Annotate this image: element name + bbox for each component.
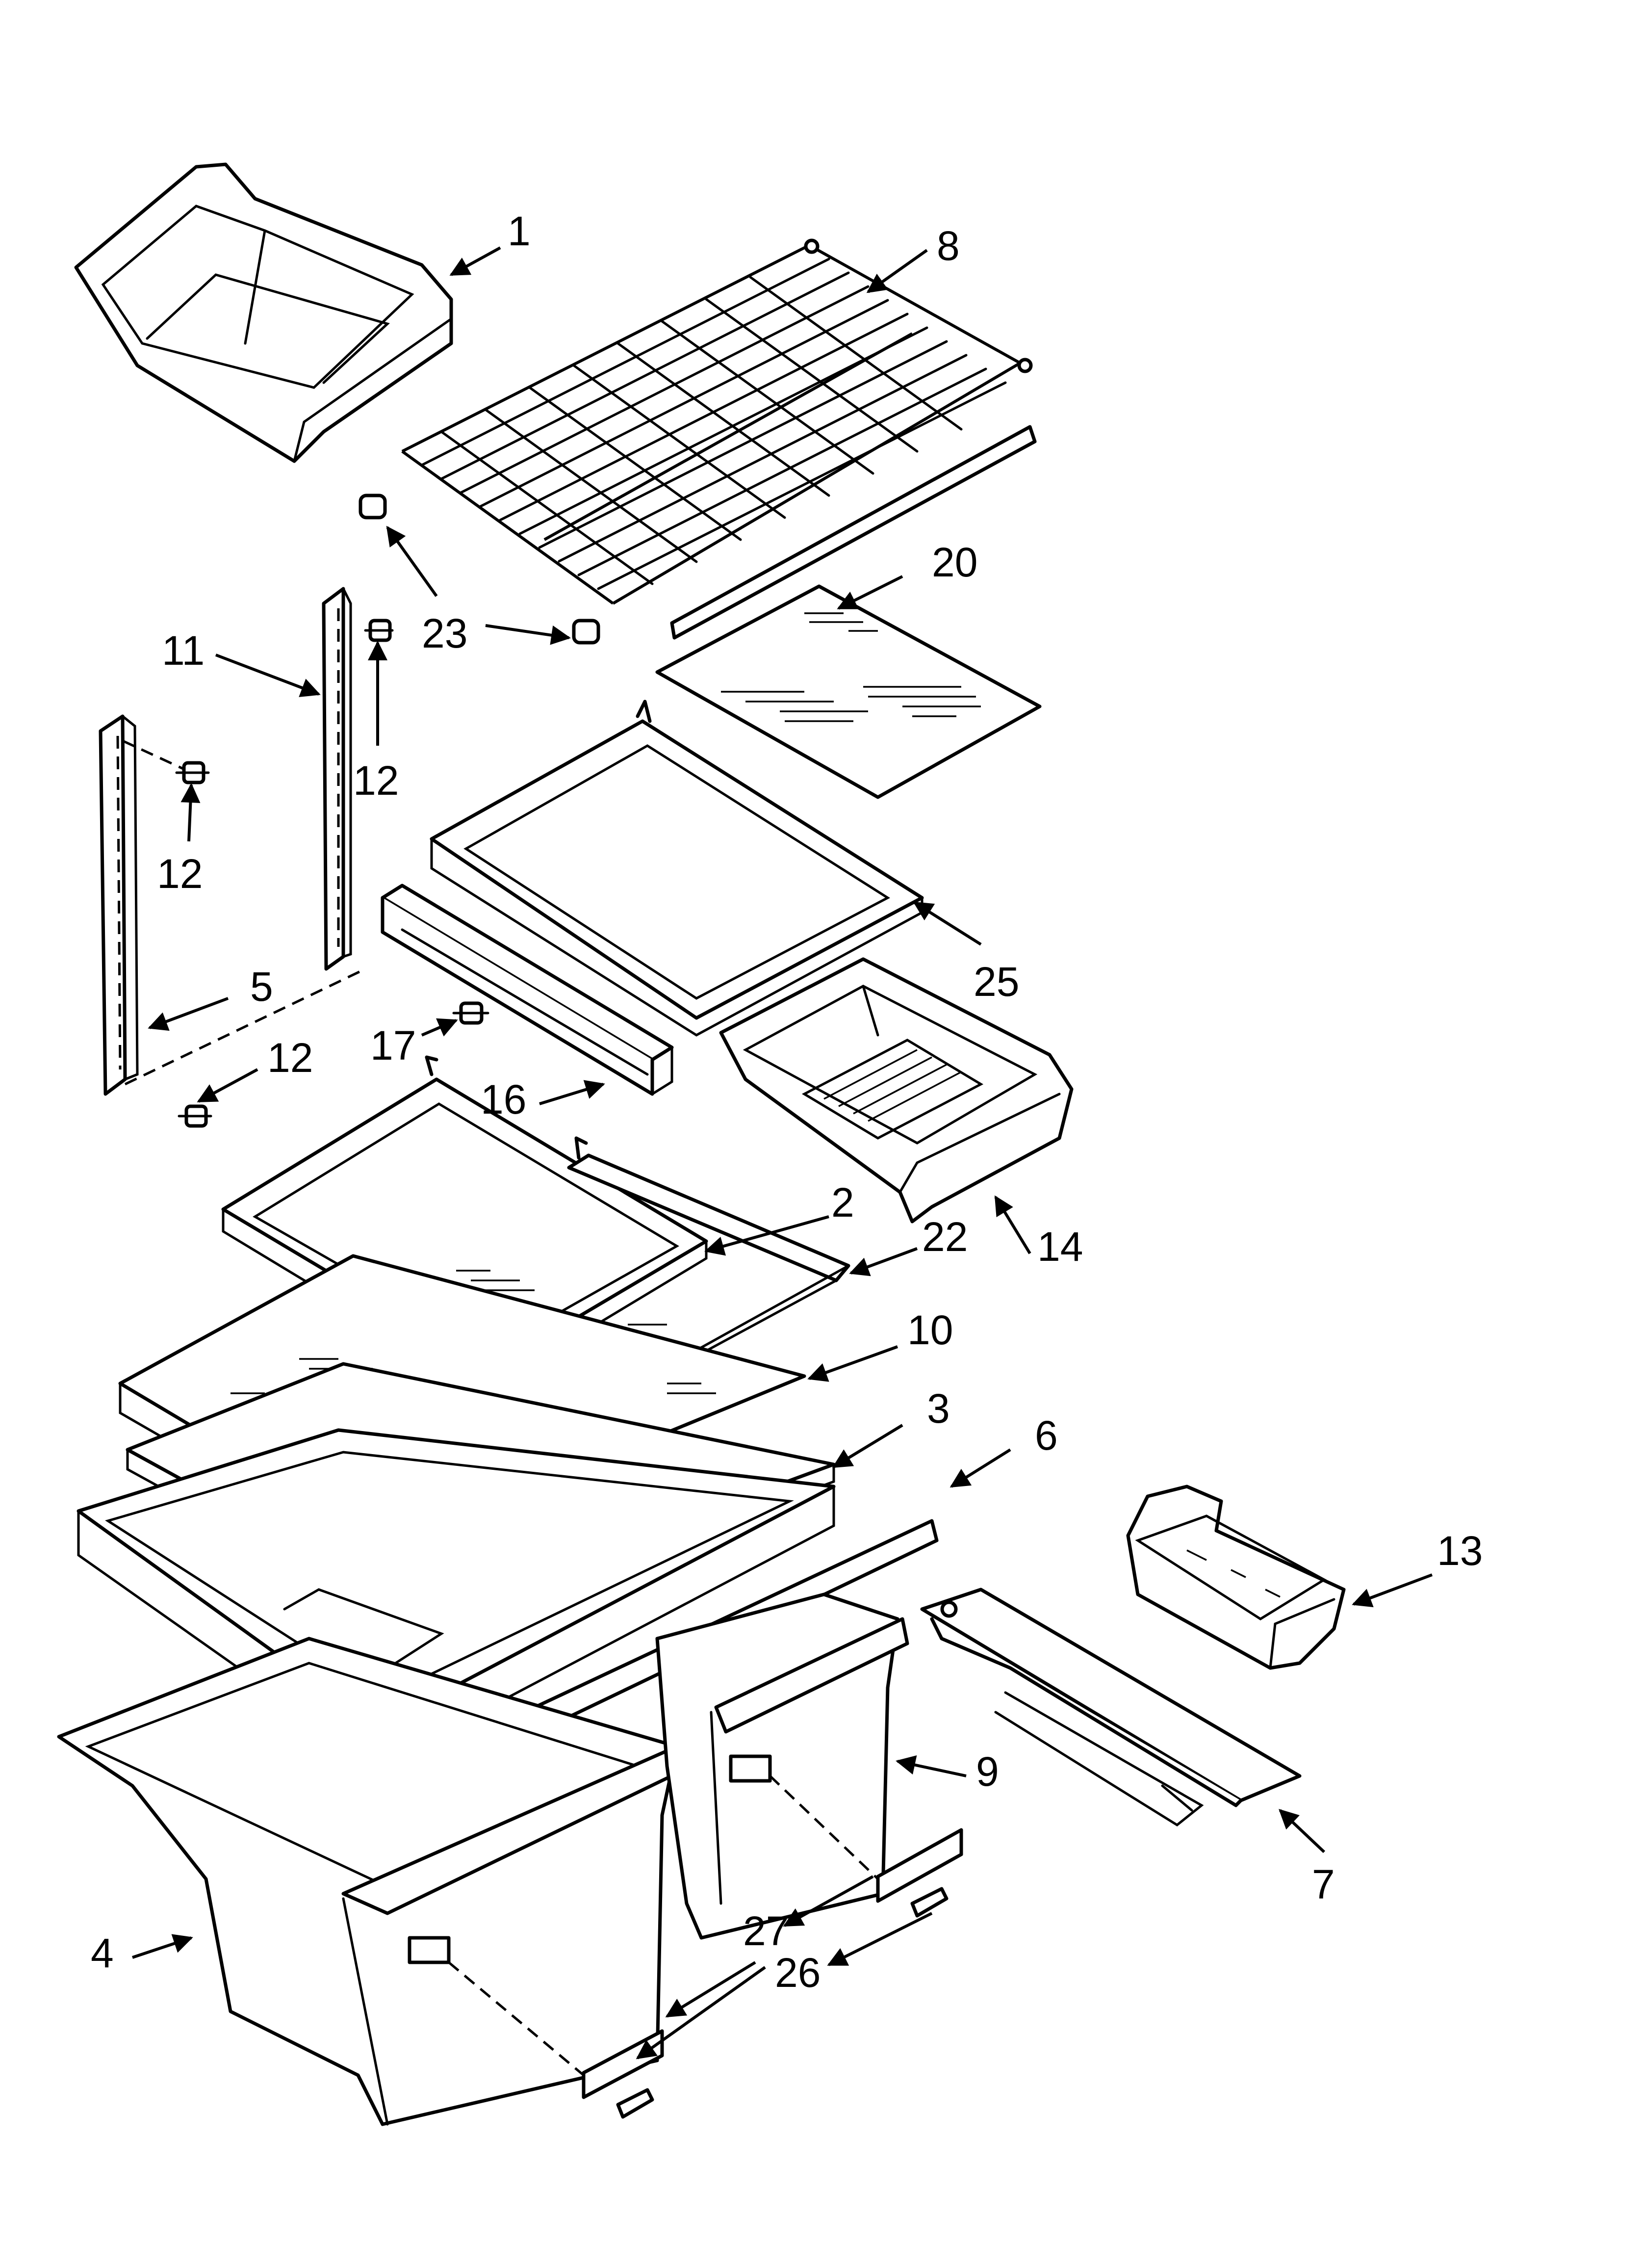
- callout-22: 22: [922, 1214, 968, 1260]
- part-5-shelf-rail: [99, 714, 139, 1096]
- part-17-screw: [452, 1001, 489, 1025]
- screw-alignment-line: [122, 739, 187, 772]
- part-12-screw: [175, 619, 394, 1128]
- slide-alignment-line-upper: [769, 1775, 879, 1880]
- part-7-door-rail: [920, 1588, 1302, 1827]
- callout-8: 8: [937, 223, 960, 269]
- slide-alignment-line-lower: [448, 1961, 585, 2076]
- callout-12-upper: 12: [353, 757, 399, 804]
- part-11-shelf-rail: [322, 587, 352, 971]
- part-20-glass-panel: [655, 584, 1042, 799]
- part-13-door-bin: [1126, 1485, 1346, 1670]
- callout-5: 5: [250, 964, 273, 1010]
- callout-6: 6: [1035, 1412, 1058, 1459]
- callout-4: 4: [91, 1930, 114, 1976]
- callout-12-lower: 12: [267, 1035, 313, 1081]
- callout-2: 2: [831, 1179, 854, 1225]
- callout-13: 13: [1437, 1528, 1483, 1574]
- leader-lines: [132, 246, 1433, 2059]
- callout-26: 26: [775, 1950, 821, 1996]
- part-14-crisper-drawer: [719, 957, 1074, 1224]
- part-1-storage-bin: [74, 162, 453, 463]
- rail-alignment-line: [124, 967, 366, 1086]
- part-16-bracket: [381, 884, 674, 1096]
- callout-14: 14: [1037, 1224, 1083, 1270]
- part-8-wire-shelf: [401, 238, 1037, 640]
- callout-3: 3: [927, 1385, 950, 1432]
- callout-1: 1: [508, 208, 531, 254]
- callout-27: 27: [743, 1908, 789, 1954]
- part-4-crisper-drawer: [57, 1637, 684, 2126]
- part-9-crisper-drawer: [655, 1592, 909, 1940]
- callout-7: 7: [1312, 1861, 1335, 1907]
- callouts: 1 8 20 23 11 12 12 12 5 17 16 25 2 22 14…: [91, 208, 1483, 1996]
- callout-9: 9: [976, 1748, 999, 1795]
- callout-10: 10: [907, 1307, 953, 1353]
- callout-11: 11: [162, 627, 205, 674]
- callout-16: 16: [481, 1076, 526, 1122]
- callout-20: 20: [932, 539, 977, 585]
- callout-23: 23: [422, 610, 467, 656]
- callout-25: 25: [974, 959, 1019, 1005]
- callout-12-left: 12: [157, 851, 203, 897]
- part-23-shelf-support: [359, 494, 600, 645]
- callout-17: 17: [370, 1022, 416, 1069]
- part-26-cap: [616, 1887, 949, 2119]
